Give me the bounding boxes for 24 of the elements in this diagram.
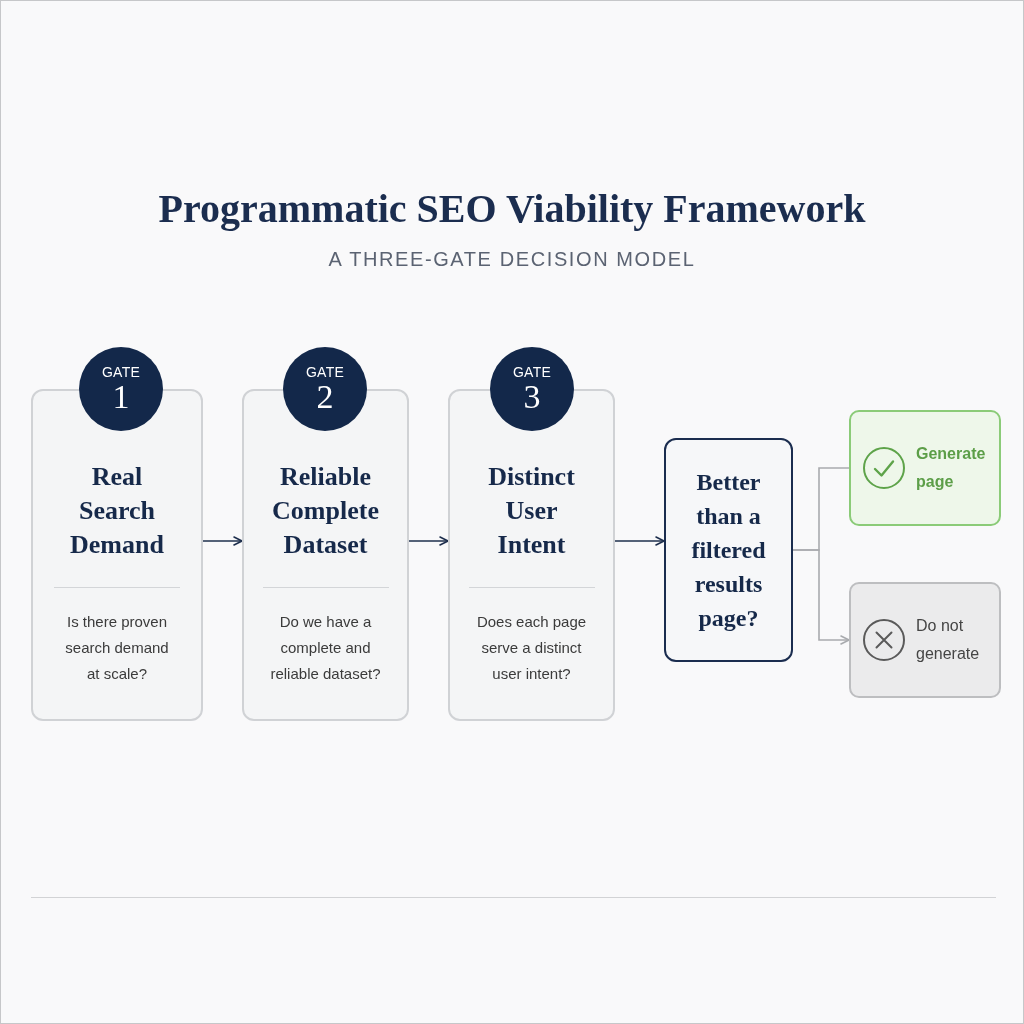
outcome-box	[849, 410, 1001, 526]
card-question: Is there proven search demand at scale?	[64, 612, 170, 684]
outcome-text: Generate page	[916, 444, 987, 492]
gate-label: GATE	[305, 364, 345, 380]
gate-number: 1	[112, 380, 130, 414]
gate-label: GATE	[101, 364, 141, 380]
gate-number: 3	[523, 380, 541, 414]
decision-question: Better than a filtered results page?	[690, 468, 767, 633]
card-question: Does each page serve a distinct user intent?	[475, 612, 588, 684]
gate-number: 2	[316, 380, 334, 414]
card-heading: Real Search Demand	[69, 461, 165, 561]
card-question: Do we have a complete and reliable dataset?	[269, 612, 382, 684]
outcome-text: Do not generate	[916, 616, 981, 664]
arrow	[614, 536, 665, 546]
diagram-title: Programmatic SEO Viability Framework	[157, 185, 867, 233]
card-heading: Reliable Complete Dataset	[271, 461, 380, 561]
arrow	[792, 549, 850, 645]
arrow	[202, 536, 243, 546]
subtitle: A THREE-GATE DECISION MODEL	[327, 247, 697, 272]
outcome-box	[849, 582, 1001, 698]
card-heading: Distinct User Intent	[487, 461, 576, 561]
arrow	[408, 536, 449, 546]
gate-label: GATE	[512, 364, 552, 380]
decision-box	[664, 438, 793, 662]
